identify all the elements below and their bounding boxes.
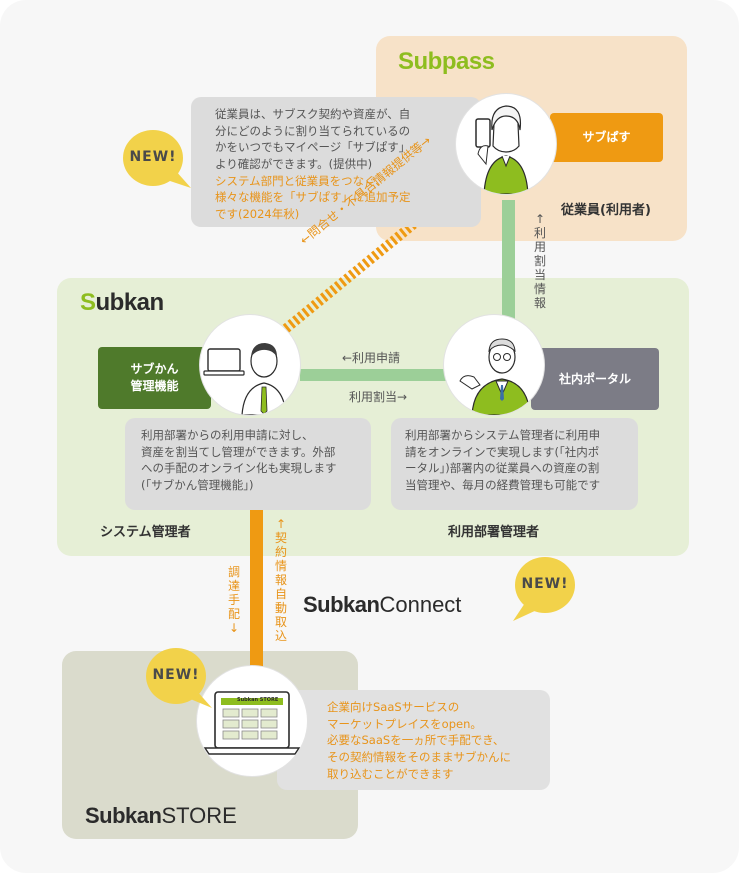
store-connector bbox=[250, 510, 263, 670]
subpass-callout-line: 従業員は、サブスク契約や資産が、自 bbox=[215, 106, 469, 123]
store-callout-line: 取り込むことができます bbox=[327, 766, 538, 783]
admin-callout-line: への手配のオンライン化も実現します bbox=[141, 460, 359, 477]
dept-callout-line: ータル」)部署内の従業員への資産の割 bbox=[405, 460, 626, 477]
admin-callout-line: 利用部署からの利用申請に対し、 bbox=[141, 427, 359, 444]
new-badge-label: NEW! bbox=[111, 149, 195, 165]
portal-tag[interactable]: 社内ポータル bbox=[531, 348, 659, 410]
dept-callout-line: 当管理や、毎月の経費管理も可能です bbox=[405, 477, 626, 494]
dept-callout: 利用部署からシステム管理者に利用申 請をオンラインで実現します(「社内ポ ータル… bbox=[391, 418, 638, 510]
screen-logo: Subkan STORE bbox=[237, 697, 278, 703]
admin-callout: 利用部署からの利用申請に対し、 資産を割当てし管理ができます。外部 への手配のオ… bbox=[125, 418, 371, 510]
store-callout: 企業向けSaaSサービスの マーケットプレイスをopen。 必要なSaaSを一ヵ… bbox=[277, 690, 550, 790]
dept-callout-line: 利用部署からシステム管理者に利用申 bbox=[405, 427, 626, 444]
subpass-callout-highlight: システム部門と従業員をつなぐ、 bbox=[215, 173, 469, 190]
dept-manager-circle[interactable] bbox=[444, 315, 544, 415]
usage-assign-label: 利用割当→ bbox=[349, 388, 407, 405]
store-callout-line: マーケットプレイスをopen。 bbox=[327, 716, 538, 733]
subpass-tag-label: サブぱす bbox=[582, 129, 630, 146]
usage-assign-info-label: ↑利用割当情報 bbox=[533, 212, 547, 310]
usage-assign-connector bbox=[502, 200, 515, 330]
admin-tag-line-2: 管理機能 bbox=[130, 378, 178, 395]
subpass-tag[interactable]: サブぱす bbox=[550, 113, 663, 162]
employee-role-label: 従業員(利用者) bbox=[561, 199, 651, 218]
subkan-admin-tag[interactable]: サブかん管理機能 bbox=[98, 347, 211, 409]
usage-request-label: ←利用申請 bbox=[342, 349, 400, 366]
admin-role-label: システム管理者 bbox=[100, 521, 191, 540]
admin-illustration bbox=[200, 315, 300, 415]
store-callout-line: 必要なSaaSを一ヵ所で手配でき、 bbox=[327, 732, 538, 749]
new-badge-label: NEW! bbox=[134, 667, 218, 683]
new-badge-label: NEW! bbox=[505, 576, 585, 592]
dept-manager-illustration bbox=[444, 315, 544, 415]
portal-tag-label: 社内ポータル bbox=[559, 371, 631, 388]
admin-callout-line: 資産を割当てし管理ができます。外部 bbox=[141, 444, 359, 461]
new-badge-connect: NEW! bbox=[505, 551, 585, 623]
contract-import-label: ↑契約情報自動取込 bbox=[274, 517, 288, 643]
dept-callout-line: 請をオンラインで実現します(「社内ポ bbox=[405, 444, 626, 461]
employee-circle[interactable] bbox=[456, 94, 556, 194]
subpass-callout-line: 分にどのように割り当てられているの bbox=[215, 123, 469, 140]
admin-callout-line: (「サブかん管理機能」) bbox=[141, 477, 359, 494]
new-badge-subpass: NEW! bbox=[115, 126, 195, 196]
new-badge-store: NEW! bbox=[138, 644, 218, 716]
store-callout-line: その契約情報をそのままサブかんに bbox=[327, 749, 538, 766]
store-callout-line: 企業向けSaaSサービスの bbox=[327, 699, 538, 716]
request-connector bbox=[300, 369, 460, 381]
procurement-label: 調達手配↓ bbox=[227, 565, 241, 635]
dept-role-label: 利用部署管理者 bbox=[448, 521, 539, 540]
subpass-callout-line: より確認ができます。(提供中) bbox=[215, 156, 469, 173]
admin-circle[interactable] bbox=[200, 315, 300, 415]
employee-illustration bbox=[456, 94, 556, 194]
admin-tag-line-1: サブかん bbox=[130, 361, 178, 378]
